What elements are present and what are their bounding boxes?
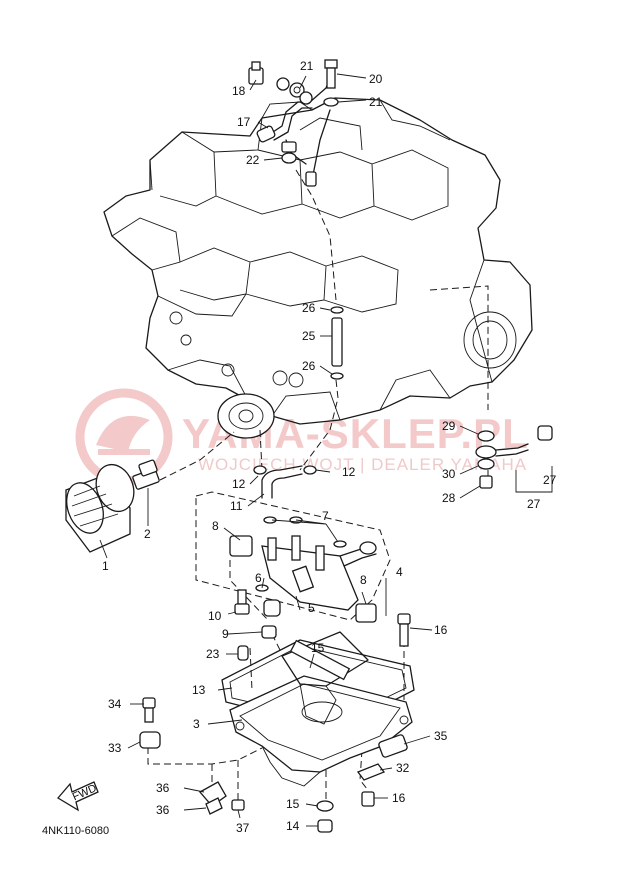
oil-filter [65,463,135,553]
callout-30-top: 29 [442,419,456,433]
callout-19: 17 [237,115,251,129]
callout-37: 37 [236,821,250,835]
bolt-16 [361,791,375,807]
callout-35: 36 [156,781,170,795]
callout-33: 34 [108,697,122,711]
callout-24: 23 [206,647,220,661]
callout-4: 4 [396,565,403,579]
bracket-31 [356,763,386,781]
screw-37 [231,799,245,811]
diagram-code: 4NK110-6080 [42,825,109,837]
callout-12-right: 12 [342,465,356,479]
clamp-36 [205,797,223,815]
callout-29: 28 [442,491,456,505]
callout-10: 10 [208,609,222,623]
callout-13: 13 [192,683,206,697]
callout-26-bottom: 26 [302,359,316,373]
callout-21: 21 [300,59,314,73]
plug-32 [139,731,161,749]
callout-7: 7 [322,509,329,523]
watermark-dealer: WOJCIECH WOJT | DEALER YAMAHA [198,455,527,474]
callout-3: 3 [193,717,200,731]
callout-12-left: 12 [232,477,246,491]
callout-8-right: 8 [360,573,367,587]
callout-9: 9 [222,627,229,641]
callout-14: 14 [286,819,300,833]
callout-23-top: 21 [369,95,383,109]
cap-28 [537,425,553,441]
callout-20: 18 [232,84,246,98]
oil-pipe-17 [289,639,351,681]
callout-32: 33 [108,741,122,755]
oil-pipe-25 [330,306,344,380]
callout-27: 27 [527,497,541,511]
gasket-15 [316,800,334,812]
callout-labels: 18 21 20 21 17 22 26 25 26 29 30 28 27 2… [102,59,557,835]
callout-5: 5 [308,601,315,615]
callout-36: 36 [156,803,170,817]
collar-9 [261,625,277,639]
callout-2: 2 [144,527,151,541]
oil-level-switch-34 [378,734,408,758]
oil-filter-union-bolt-2 [132,459,160,490]
callout-11: 11 [230,499,243,513]
callout-25: 25 [302,329,316,343]
bolt-33 [142,697,156,723]
callout-34: 35 [434,729,448,743]
bolt-18 [397,613,411,647]
callout-18: 16 [434,623,448,637]
bolt-22 [324,59,338,69]
oil-pan-3 [229,631,413,787]
callout-8-left: 8 [212,519,219,533]
callout-30-bottom: 30 [442,467,456,481]
callout-6: 6 [255,571,262,585]
oil-pump-assembly-4 [229,516,377,623]
callout-26-top: 26 [302,301,316,315]
oil-filter-mount-boss [217,393,275,439]
leader-lines [147,169,489,800]
oil-delivery-pipe-assembly [248,59,339,187]
drain-bolt-14 [317,819,333,833]
bolt-10 [234,589,250,615]
callout-1: 1 [102,559,109,573]
callout-22: 20 [369,72,383,86]
oil-hose-27 [475,425,553,493]
callout-23-mid: 22 [246,153,260,167]
dowel-pin-24 [237,645,249,661]
callout-28: 27 [543,473,557,487]
callout-15: 15 [286,797,300,811]
callout-31: 32 [396,761,410,775]
forward-arrow-label: FWD [71,782,99,803]
callout-leaders [99,73,481,827]
forward-arrow-icon: FWD [57,781,99,812]
callout-16: 16 [392,791,406,805]
callout-17: 15 [311,641,325,655]
